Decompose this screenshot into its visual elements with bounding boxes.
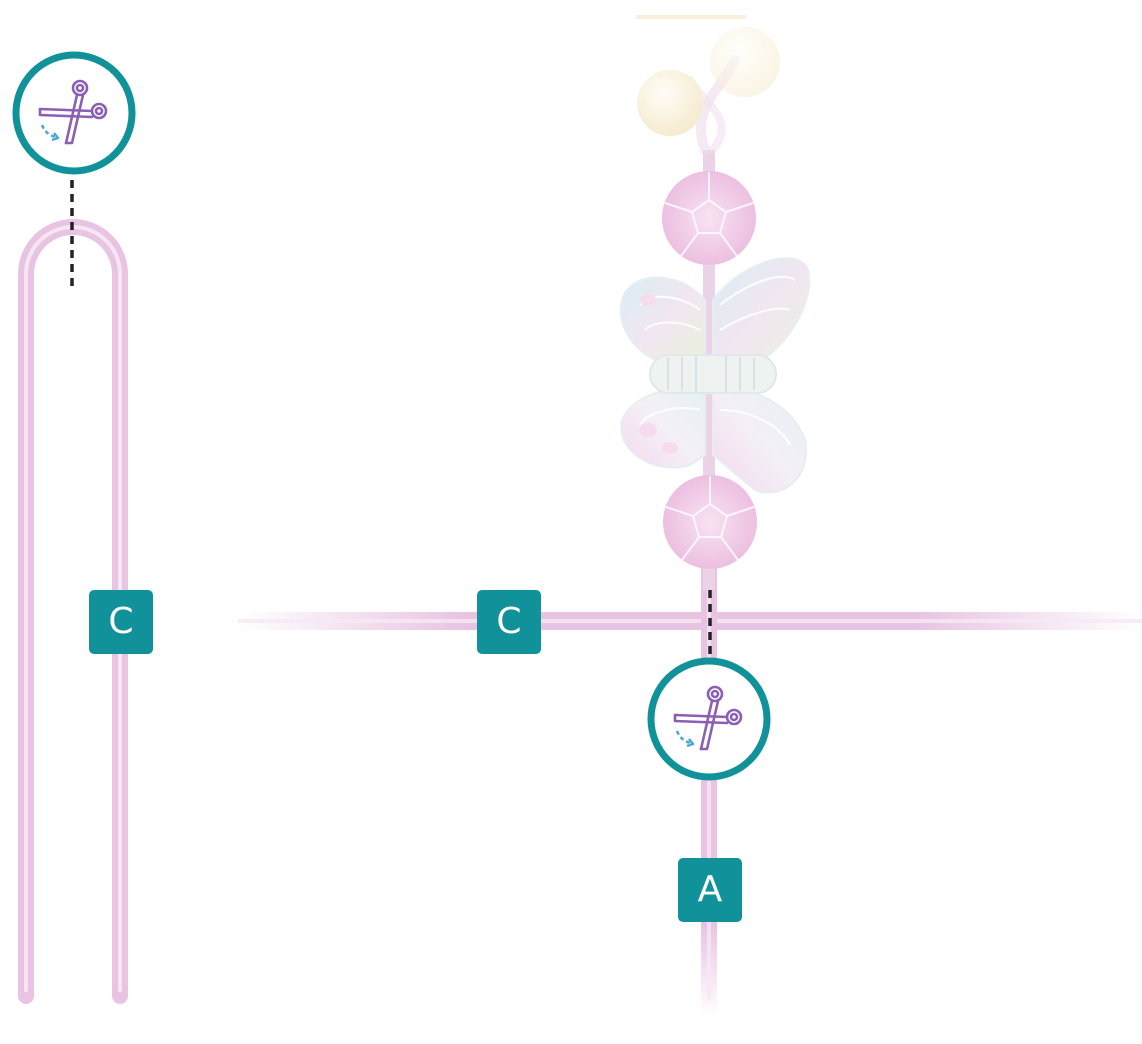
label-c-left: C — [89, 590, 153, 654]
label-a: A — [678, 858, 742, 922]
butterfly-bead — [619, 257, 811, 494]
scissors-icon — [647, 657, 771, 781]
faceted-bead-bottom — [663, 475, 757, 569]
scissors-icon — [12, 51, 136, 175]
label-c-right: C — [477, 590, 541, 654]
horizontal-cord — [238, 612, 1142, 630]
pearl-beads — [636, 15, 780, 155]
faceted-bead-top — [662, 171, 756, 265]
